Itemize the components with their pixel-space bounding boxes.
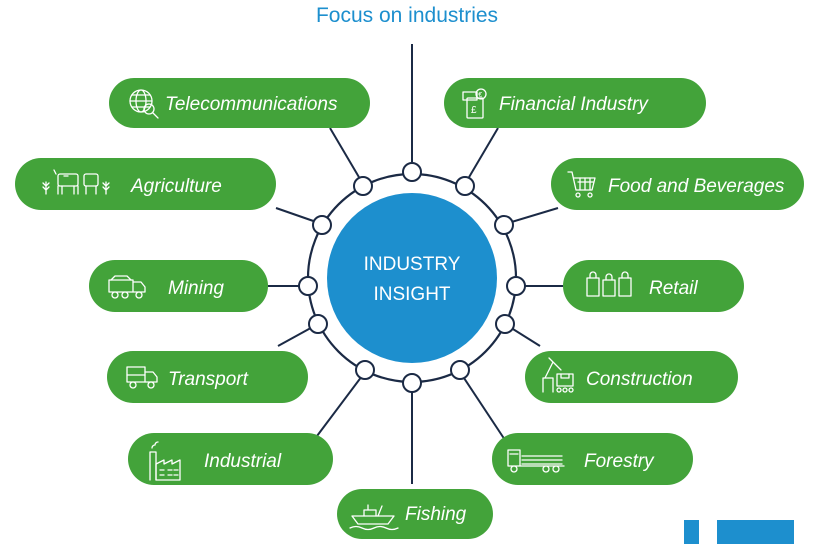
shopping-bags-icon	[586, 271, 632, 297]
delivery-truck-icon	[126, 366, 158, 389]
spoke-financial-industry	[464, 127, 499, 185]
currency-document-icon: € £	[462, 88, 487, 119]
spoke-industrial	[313, 371, 366, 441]
pill-construction[interactable]: Construction	[525, 351, 738, 403]
connector-nodes	[298, 162, 526, 393]
node-food-and-beverages	[494, 215, 514, 235]
spoke-forestry	[459, 371, 506, 441]
node-mining	[298, 276, 318, 296]
pill-label-telecommunications: Telecommunications	[165, 94, 338, 115]
pill-label-mining: Mining	[168, 278, 224, 299]
node-telecommunications	[353, 176, 373, 196]
pill-telecommunications[interactable]: Telecommunications	[109, 78, 370, 128]
pill-mining[interactable]: Mining	[89, 260, 268, 312]
node-agriculture	[312, 215, 332, 235]
pill-label-retail: Retail	[649, 278, 698, 299]
shopping-cart-icon	[567, 171, 596, 198]
svg-text:€: €	[478, 92, 482, 99]
pill-food-and-beverages[interactable]: Food and Beverages	[551, 158, 804, 210]
pill-forestry[interactable]: Forestry	[492, 433, 693, 485]
spoke-lines	[268, 44, 563, 484]
pill-agriculture[interactable]: Agriculture	[15, 158, 276, 210]
pill-industrial[interactable]: Industrial	[128, 433, 333, 485]
center-circle	[327, 193, 497, 363]
node-construction	[495, 314, 515, 334]
node-industrial	[355, 360, 375, 380]
livestock-crops-icon	[42, 169, 110, 195]
pill-label-forestry: Forestry	[584, 451, 655, 472]
center-line-2: INSIGHT	[373, 284, 450, 305]
factory-icon	[149, 441, 181, 481]
diagram-title: Focus on industries	[316, 4, 498, 27]
pill-retail[interactable]: Retail	[563, 260, 744, 312]
globe-search-icon	[129, 89, 159, 119]
pill-label-transport: Transport	[168, 369, 249, 390]
pill-label-food-and-beverages: Food and Beverages	[608, 176, 785, 197]
pill-label-construction: Construction	[586, 369, 693, 390]
node-retail	[506, 276, 526, 296]
pill-fishing[interactable]: Fishing	[337, 489, 493, 539]
svg-text:£: £	[471, 105, 477, 116]
node-top	[402, 162, 422, 182]
pill-label-fishing: Fishing	[405, 504, 467, 525]
node-forestry	[450, 360, 470, 380]
pill-financial-industry[interactable]: € £ Financial Industry	[444, 78, 706, 128]
crane-icon	[542, 357, 574, 393]
decorative-accent-blocks	[684, 520, 794, 544]
node-fishing	[402, 373, 422, 393]
log-truck-icon	[507, 449, 565, 473]
mining-truck-icon	[108, 275, 146, 299]
center-line-1: INDUSTRY	[364, 254, 461, 275]
node-transport	[308, 314, 328, 334]
spoke-telecommunications	[329, 127, 364, 185]
pill-label-financial-industry: Financial Industry	[499, 94, 649, 115]
pill-transport[interactable]: Transport	[107, 351, 308, 403]
pill-label-industrial: Industrial	[204, 451, 282, 472]
ship-icon	[349, 504, 399, 531]
spoke-food-and-beverages	[504, 207, 559, 225]
node-financial-industry	[455, 176, 475, 196]
pill-label-agriculture: Agriculture	[130, 176, 222, 197]
